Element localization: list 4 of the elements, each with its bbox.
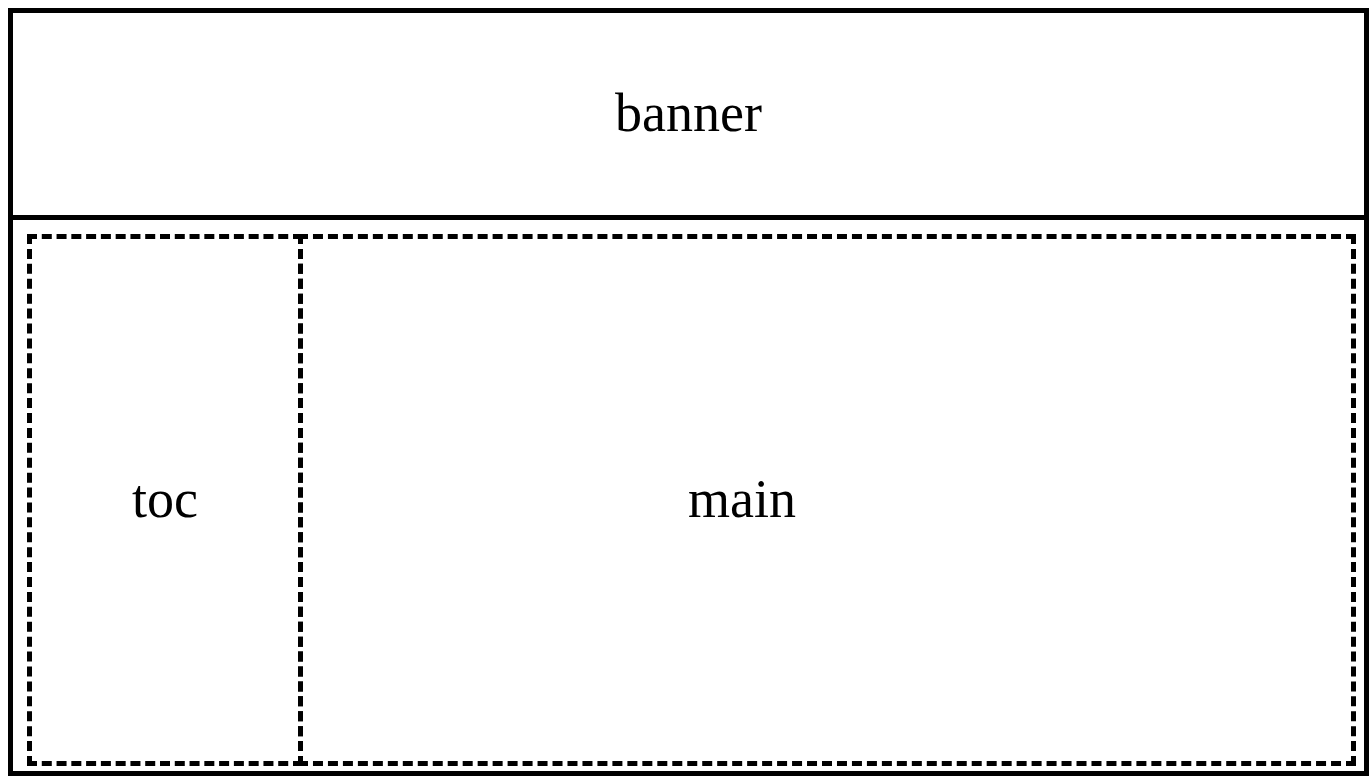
region-label: main (688, 470, 796, 530)
region-label: toc (132, 470, 198, 530)
region-box (298, 234, 1356, 766)
region-label: banner (615, 84, 762, 144)
